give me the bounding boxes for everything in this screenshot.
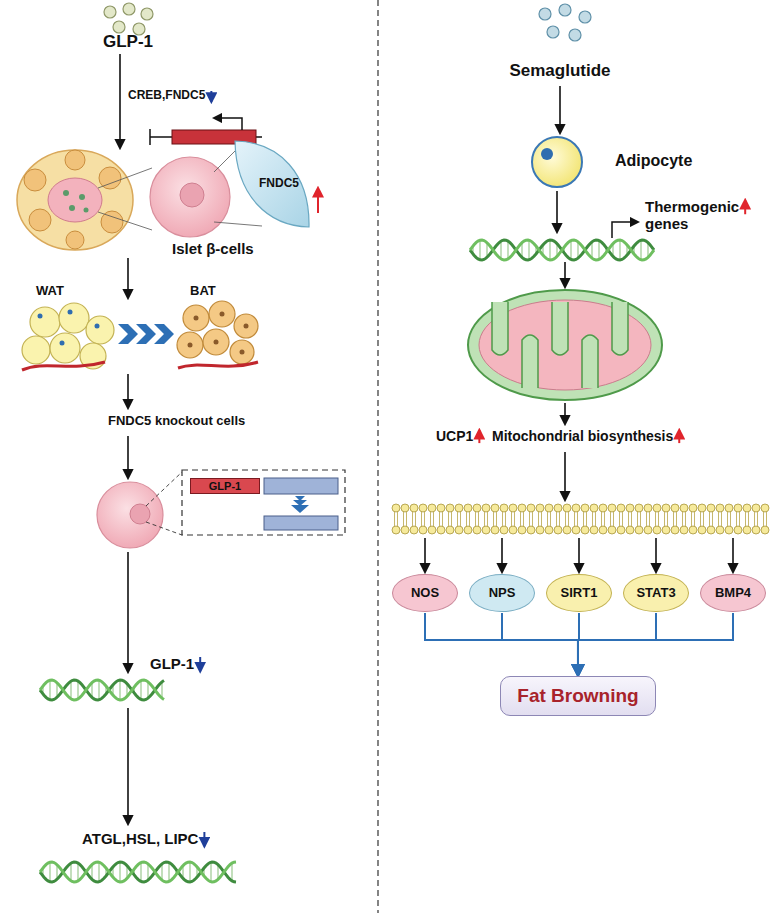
pathway-ellipse: STAT3 [623,574,689,612]
flow-arrows [120,54,733,824]
drug-label: Semaglutide [509,61,610,81]
merge-connector [502,613,578,675]
gene-label: CREB,FNDC5 [128,89,205,103]
molecule-label: GLP-1 [103,32,153,52]
node-text: BMP4 [715,586,751,601]
merge-connector [578,613,733,675]
gene-construct [150,118,262,145]
protein-fragment: FNDC5 [232,138,312,230]
cell-label: Islet β-cells [172,240,254,257]
adipocyte-cell [532,137,582,187]
node-text: GLP-1 [209,480,241,493]
node-text: NPS [489,586,516,601]
conversion-arrow [118,324,174,344]
node-text: STAT3 [636,586,675,601]
semaglutide-molecules [539,4,591,41]
mitochondrion [468,290,662,400]
pancreas-islet [17,150,152,250]
protein-label: UCP1 [436,428,473,444]
merge-connector [578,613,656,675]
gene-label: ATGL,HSL, LIPC [82,830,198,847]
knockout-cell [97,470,345,548]
pathway-ellipse: NOS [392,574,458,612]
glp1-molecules [104,3,153,35]
expression-label: GLP-1 [150,655,194,672]
node-text: FNDC5 [259,177,299,191]
process-label: Mitochondrial biosynthesis [492,428,673,444]
pathway-ellipse: BMP4 [700,574,766,612]
node-text: Fat Browning [517,685,638,707]
gene-label: Thermogenic genes [645,198,757,233]
tissue-label: BAT [190,284,216,299]
gene-box: GLP-1 [190,478,260,494]
white-adipose-tissue [22,303,114,369]
merge-connector [425,613,578,675]
brown-adipose-tissue [177,301,258,364]
node-text: SIRT1 [561,586,598,601]
cell-label: Adipocyte [615,152,692,170]
dna-helix [40,240,654,882]
outcome-box: Fat Browning [500,676,655,716]
pathway-ellipse: NPS [469,574,535,612]
node-text: NOS [411,586,439,601]
blood-vessel [178,362,258,368]
blood-vessel [22,362,105,370]
transcription-arrow [612,222,638,238]
divider [377,0,378,913]
pathway-ellipse: SIRT1 [546,574,612,612]
tissue-label: WAT [36,284,64,299]
cell-membrane [392,504,769,534]
cell-label: FNDC5 knockout cells [108,414,245,429]
